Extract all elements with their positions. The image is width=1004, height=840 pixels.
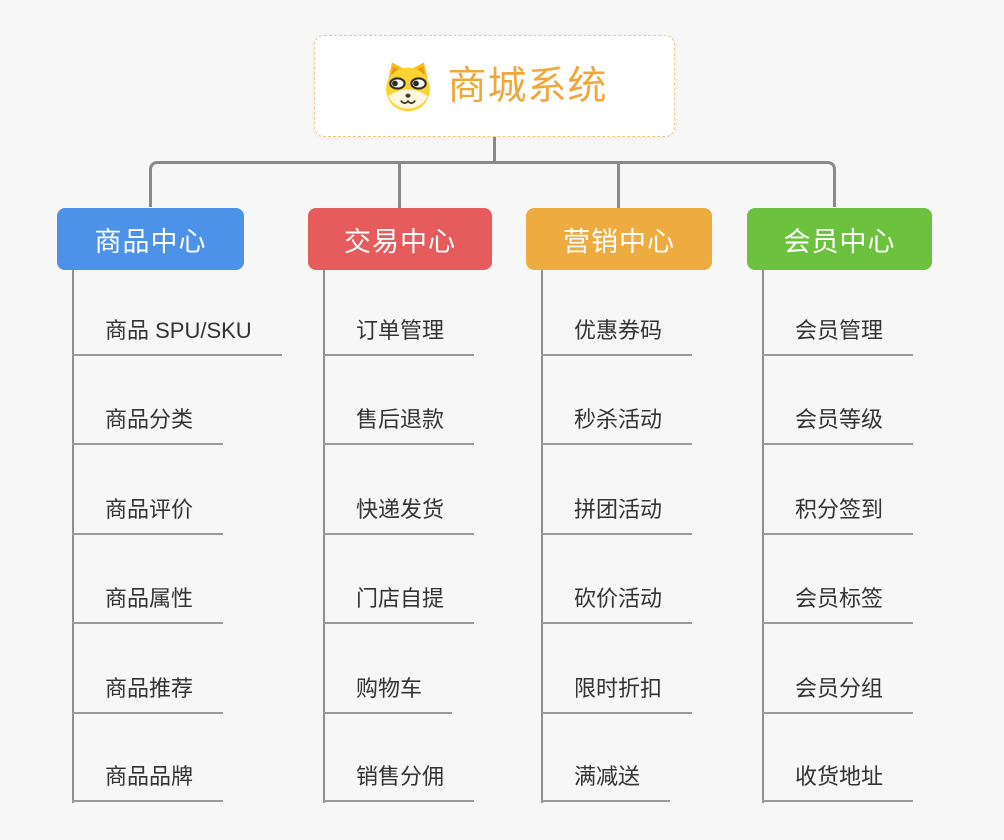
subtopic[interactable]: 商品推荐: [72, 674, 224, 714]
subtopic[interactable]: 收货地址: [762, 762, 914, 802]
connector-bus-line: [149, 161, 836, 207]
subtopic[interactable]: 商品品牌: [72, 762, 224, 802]
subtopic[interactable]: 会员分组: [762, 674, 914, 714]
subtopic[interactable]: 会员管理: [762, 316, 914, 356]
branch-children-trade-center: 订单管理 售后退款 快递发货 门店自提 购物车 销售分佣: [323, 270, 583, 810]
subtopic[interactable]: 限时折扣: [541, 674, 693, 714]
root-topic[interactable]: 商城系统: [314, 35, 675, 137]
subtopic[interactable]: 订单管理: [323, 316, 475, 356]
subtopic[interactable]: 快递发货: [323, 495, 475, 535]
subtopic[interactable]: 商品分类: [72, 405, 224, 445]
subtopic[interactable]: 拼团活动: [541, 495, 693, 535]
subtopic[interactable]: 售后退款: [323, 405, 475, 445]
subtopic[interactable]: 商品属性: [72, 584, 224, 624]
connector-root-stub: [493, 136, 496, 163]
subtopic[interactable]: 销售分佣: [323, 762, 475, 802]
subtopic[interactable]: 商品 SPU/SKU: [72, 316, 282, 356]
subtopic[interactable]: 秒杀活动: [541, 405, 693, 445]
branch-children-member-center: 会员管理 会员等级 积分签到 会员标签 会员分组 收货地址: [762, 270, 1004, 810]
subtopic[interactable]: 会员标签: [762, 584, 914, 624]
branch-topic-product-center[interactable]: 商品中心: [57, 208, 244, 270]
branch-children-marketing-center: 优惠券码 秒杀活动 拼团活动 砍价活动 限时折扣 满减送: [541, 270, 801, 810]
subtopic[interactable]: 商品评价: [72, 495, 224, 535]
branch-topic-marketing-center[interactable]: 营销中心: [526, 208, 712, 270]
subtopic[interactable]: 砍价活动: [541, 584, 693, 624]
branch-topic-trade-center[interactable]: 交易中心: [308, 208, 492, 270]
subtopic[interactable]: 优惠券码: [541, 316, 693, 356]
branch-children-product-center: 商品 SPU/SKU 商品分类 商品评价 商品属性 商品推荐 商品品牌: [72, 270, 332, 810]
subtopic[interactable]: 积分签到: [762, 495, 914, 535]
root-topic-label: 商城系统: [447, 64, 608, 108]
subtopic[interactable]: 购物车: [323, 674, 453, 714]
shiba-dog-icon: [381, 59, 435, 113]
connector-drop-branch-2: [398, 161, 401, 208]
connector-drop-branch-3: [617, 161, 620, 208]
subtopic[interactable]: 满减送: [541, 762, 671, 802]
branch-topic-member-center[interactable]: 会员中心: [747, 208, 932, 270]
subtopic[interactable]: 门店自提: [323, 584, 475, 624]
subtopic[interactable]: 会员等级: [762, 405, 914, 445]
